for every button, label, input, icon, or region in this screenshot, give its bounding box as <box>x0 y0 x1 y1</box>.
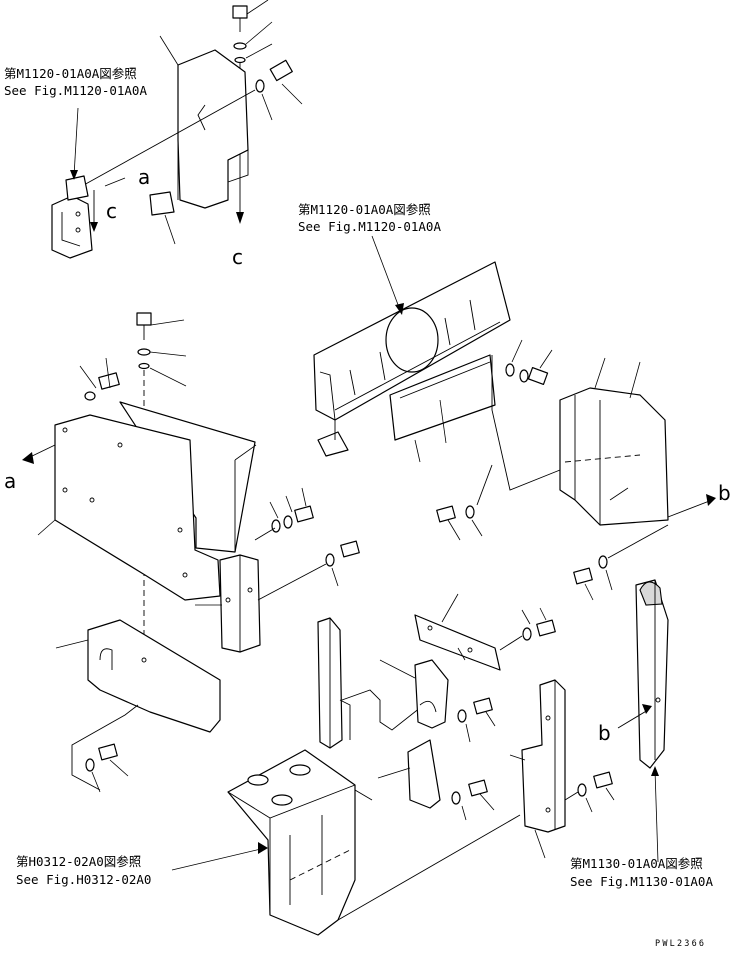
callout-c-left: c <box>106 199 117 223</box>
reference-m1130: 第M1130-01A0A図参照 See Fig.M1130-01A0A <box>570 856 713 889</box>
reference-m1120-mid: 第M1120-01A0A図参照 See Fig.M1120-01A0A <box>298 202 441 234</box>
mount-foot <box>317 431 349 457</box>
right-side-cover <box>559 357 669 526</box>
arrow-right-icon <box>258 842 268 854</box>
arrow-right-icon <box>706 494 716 506</box>
side-rail <box>635 579 669 769</box>
arrow-icon <box>642 704 652 714</box>
callout-a-top: a <box>138 165 150 189</box>
bolt-icon <box>505 363 549 385</box>
bolt-icon <box>573 555 608 585</box>
bolt-icon <box>271 505 314 533</box>
bolt-icon <box>522 619 556 641</box>
washer-icon <box>138 362 150 370</box>
reference-h0312: 第H0312-02A0図参照 See Fig.H0312-02A0 <box>16 854 151 887</box>
svg-text:第M1130-01A0A図参照: 第M1130-01A0A図参照 <box>570 856 703 871</box>
bolt-icon <box>577 771 613 797</box>
arrow-left-icon <box>22 452 34 464</box>
bolt-icon <box>85 743 118 772</box>
lower-panel <box>389 354 496 463</box>
callout-b-lower: b <box>598 721 611 745</box>
stand-frame <box>227 749 356 936</box>
center-post <box>317 617 351 749</box>
bolt-icon <box>136 312 152 340</box>
callout-b-right: b <box>718 481 731 505</box>
svg-text:第M1120-01A0A図参照: 第M1120-01A0A図参照 <box>4 66 137 81</box>
svg-text:第M1120-01A0A図参照: 第M1120-01A0A図参照 <box>298 202 431 217</box>
washer-icon <box>233 42 247 50</box>
lower-cover <box>87 619 221 733</box>
arrow-icon <box>395 303 404 315</box>
arrow-down-icon <box>90 222 98 232</box>
arrow-up-icon <box>651 766 659 776</box>
svg-text:See Fig.M1120-01A0A: See Fig.M1120-01A0A <box>4 83 147 98</box>
callout-a-left: a <box>4 469 16 493</box>
bolt-icon <box>84 372 120 401</box>
washer-icon <box>137 348 151 356</box>
bolt-icon <box>255 59 293 93</box>
bolt-icon <box>457 697 493 723</box>
bolt-icon <box>232 5 248 32</box>
block-part <box>149 191 175 216</box>
callout-c-right: c <box>232 245 243 269</box>
clip-bracket <box>51 175 93 259</box>
left-plate <box>54 414 221 601</box>
vertical-bracket <box>219 554 261 653</box>
svg-text:第H0312-02A0図参照: 第H0312-02A0図参照 <box>16 854 141 869</box>
arrow-down-icon <box>236 212 244 224</box>
hook-plate <box>414 659 449 729</box>
right-bracket <box>521 679 566 833</box>
reference-m1120-top: 第M1120-01A0A図参照 See Fig.M1120-01A0A <box>4 66 147 98</box>
drawing-code: PWL2366 <box>655 939 706 949</box>
angle-bracket <box>414 614 501 671</box>
washer-icon <box>234 56 246 64</box>
bolt-icon <box>451 779 488 805</box>
svg-text:See Fig.M1130-01A0A: See Fig.M1130-01A0A <box>570 874 713 889</box>
bolt-icon <box>325 540 360 567</box>
top-bracket-assembly: a c c <box>51 0 303 269</box>
bolt-icon <box>436 505 475 523</box>
svg-text:See Fig.M1120-01A0A: See Fig.M1120-01A0A <box>298 219 441 234</box>
arrow-down-icon <box>70 170 78 180</box>
curved-plate <box>407 739 441 809</box>
radiator-top-cover <box>313 261 511 457</box>
svg-text:See Fig.H0312-02A0: See Fig.H0312-02A0 <box>16 872 151 887</box>
